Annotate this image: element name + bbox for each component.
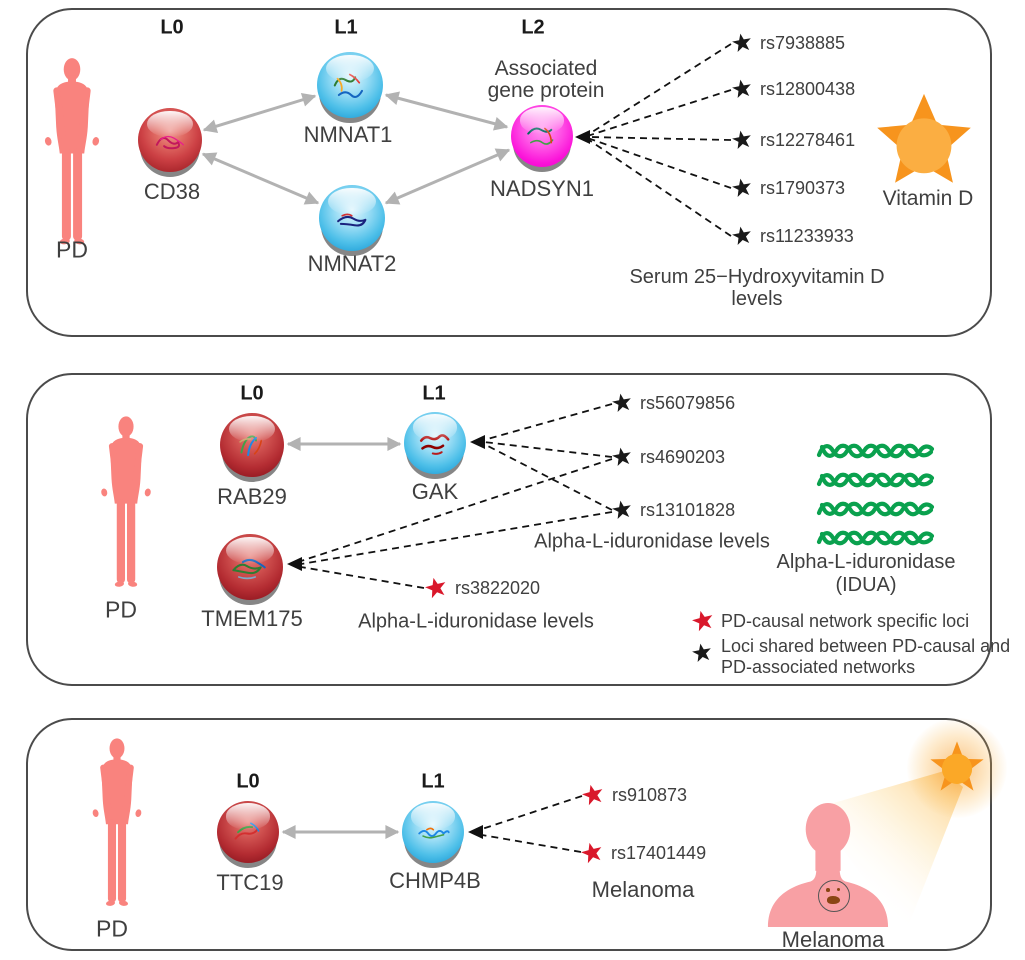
snp-label: rs4690203 <box>640 446 726 467</box>
figure-caption-melanoma: Melanoma <box>781 927 885 952</box>
pd-person-icon <box>101 416 151 587</box>
node-label-tmem175: TMEM175 <box>201 606 303 631</box>
legend-specific-text: PD-causal network specific loci <box>721 611 970 631</box>
protein-node-gak <box>404 412 466 479</box>
specific-locus-star-icon <box>580 782 607 809</box>
enzyme-helix-icon <box>816 472 935 488</box>
snp-label: rs56079856 <box>640 392 736 413</box>
node-label-nmnat1: NMNAT1 <box>303 122 393 147</box>
level-label-l1: L1 <box>334 16 358 39</box>
legend-shared-star-icon <box>690 641 713 664</box>
snp-label: rs1790373 <box>760 177 846 198</box>
level-label-l0: L0 <box>160 16 184 39</box>
snp-label: rs12800438 <box>760 78 856 99</box>
shared-locus-star-icon <box>730 77 753 100</box>
shared-locus-star-icon <box>730 128 753 151</box>
snp-row: rs910873 <box>582 784 687 806</box>
shared-locus-star-icon <box>610 445 633 468</box>
snp-label: rs7938885 <box>760 32 846 53</box>
pd-person-icon <box>44 58 100 245</box>
node-label-chmp4b: CHMP4B <box>389 868 481 893</box>
snp-label: rs3822020 <box>455 577 541 598</box>
protein-node-rab29 <box>220 413 284 483</box>
exposure-label-vitamin-d: Vitamin D <box>882 187 974 210</box>
disease-label: PD <box>56 236 88 263</box>
snp-row: rs56079856 <box>612 392 735 414</box>
legend-shared-line2: PD-associated networks <box>721 657 916 677</box>
protein-node-chmp4b <box>402 801 464 868</box>
trait-line1: Serum 25−Hydroxyvitamin D <box>629 266 885 288</box>
protein-node-nmnat2 <box>319 185 385 257</box>
protein-node-nmnat1 <box>317 52 383 124</box>
shared-locus-star-icon <box>730 176 753 199</box>
protein-node-tmem175 <box>217 534 283 606</box>
pd-person-icon <box>92 738 142 906</box>
snp-row: rs13101828 <box>612 499 735 521</box>
protein-ribbon-icon <box>155 135 184 150</box>
node-label-nmnat2: NMNAT2 <box>307 251 397 276</box>
associated-gene-protein-note: Associated gene protein <box>488 58 605 102</box>
legend-shared-text: Loci shared between PD-causal and PD-ass… <box>721 636 1010 678</box>
snp-label: rs17401449 <box>611 842 707 863</box>
shared-locus-star-icon <box>730 224 753 247</box>
legend-shared-line1: Loci shared between PD-causal and <box>721 636 1011 656</box>
level-label-l0: L0 <box>240 382 264 405</box>
vitamin-d-star-icon <box>877 93 971 183</box>
trait-caption-vitd: Serum 25−Hydroxyvitamin D levels <box>629 266 884 310</box>
node-label-gak: GAK <box>411 479 459 504</box>
snp-row: rs12800438 <box>732 78 855 100</box>
node-label-ttc19: TTC19 <box>216 870 284 895</box>
enzyme-label-idua: Alpha-L-iduronidase (IDUA) <box>776 551 955 597</box>
level-label-l2: L2 <box>521 16 545 39</box>
trait-line2: levels <box>731 288 783 310</box>
annotation-line1: Associated <box>494 57 598 80</box>
level-label-l0: L0 <box>236 770 260 793</box>
snp-row: rs11233933 <box>732 225 854 247</box>
shared-locus-star-icon <box>610 498 633 521</box>
enzyme-helix-icon <box>816 501 935 517</box>
level-label-l1: L1 <box>422 382 446 405</box>
snp-row: rs12278461 <box>732 129 855 151</box>
snp-label: rs12278461 <box>760 129 856 150</box>
protein-node-cd38 <box>138 108 202 178</box>
annotation-line2: gene protein <box>487 79 605 102</box>
snp-row: rs1790373 <box>732 177 845 199</box>
enzyme-line2: (IDUA) <box>835 574 897 596</box>
enzyme-helix-icon <box>816 443 935 459</box>
trait-caption-idua-left: Alpha-L-iduronidase levels <box>358 610 594 633</box>
enzyme-line1: Alpha-L-iduronidase <box>776 551 956 573</box>
trait-caption-idua-right: Alpha-L-iduronidase levels <box>534 530 770 553</box>
sun-star-icon <box>929 740 985 796</box>
snp-row: rs4690203 <box>612 446 725 468</box>
snp-label: rs13101828 <box>640 499 736 520</box>
trait-caption-melanoma: Melanoma <box>591 877 695 902</box>
node-label-nadsyn1: NADSYN1 <box>490 176 594 201</box>
snp-row: rs17401449 <box>581 842 706 864</box>
level-label-l1: L1 <box>421 770 445 793</box>
snp-row: rs3822020 <box>425 577 540 599</box>
specific-locus-star-icon <box>423 575 450 602</box>
snp-row: rs7938885 <box>732 32 845 54</box>
enzyme-helix-icon <box>816 530 935 546</box>
snp-label: rs910873 <box>612 784 688 805</box>
node-label-cd38: CD38 <box>143 179 201 204</box>
disease-label: PD <box>105 596 137 623</box>
snp-label: rs11233933 <box>760 225 854 246</box>
specific-locus-star-icon <box>579 840 606 867</box>
protein-node-ttc19 <box>217 801 279 868</box>
shared-locus-star-icon <box>610 391 633 414</box>
melanoma-mole-circle <box>818 880 850 912</box>
node-label-rab29: RAB29 <box>217 484 287 509</box>
shared-locus-star-icon <box>730 31 753 54</box>
protein-node-nadsyn1 <box>511 105 573 172</box>
disease-label: PD <box>96 915 128 942</box>
